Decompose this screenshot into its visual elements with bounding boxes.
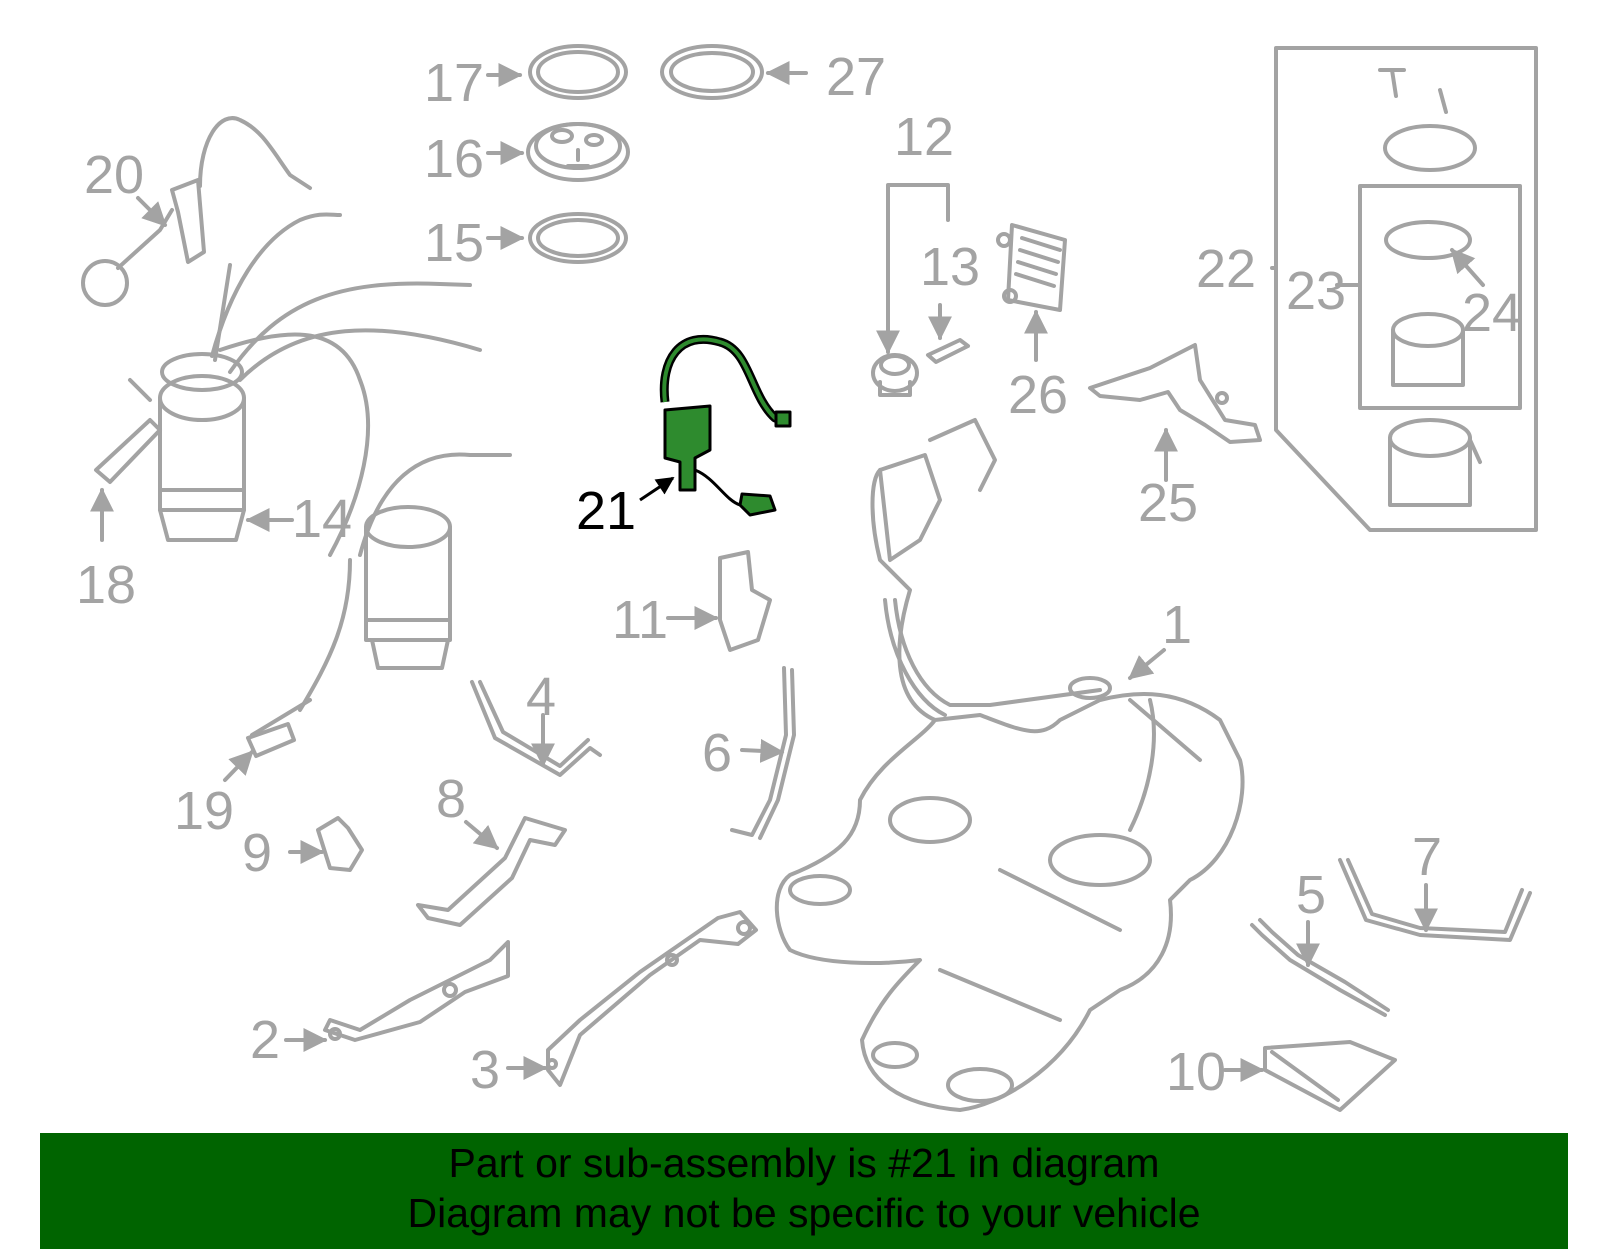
callout-15: 15 <box>424 213 485 273</box>
part-21-fuel-level-sender <box>639 334 792 517</box>
banner-line-2: Diagram may not be specific to your vehi… <box>407 1190 1201 1236</box>
part-harness-left <box>210 212 512 737</box>
part-19-connector <box>246 722 296 758</box>
info-banner: Part or sub-assembly is #21 in diagram D… <box>40 1133 1568 1249</box>
part-13-connector <box>926 338 970 364</box>
callout-21: 21 <box>576 481 637 541</box>
callout-5: 5 <box>1296 865 1327 925</box>
part-12-valve <box>871 353 919 397</box>
callout-10: 10 <box>1166 1042 1227 1102</box>
callout-8: 8 <box>436 769 467 829</box>
part-6-strap <box>730 666 796 840</box>
part-11-bracket <box>718 550 772 652</box>
callout-22: 22 <box>1196 239 1257 299</box>
part-2-heat-shield <box>323 940 510 1042</box>
parts-diagram <box>81 44 1538 1112</box>
callout-11: 11 <box>612 590 669 650</box>
callout-12: 12 <box>894 107 955 167</box>
part-8-shield <box>416 816 567 927</box>
callout-27: 27 <box>826 47 887 107</box>
callout-14: 14 <box>292 489 353 549</box>
callout-17: 17 <box>424 53 485 113</box>
callout-7: 7 <box>1412 827 1443 887</box>
part-3-bracket <box>546 910 758 1087</box>
callout-25: 25 <box>1138 473 1199 533</box>
part-9-clip <box>316 816 364 872</box>
callout-26: 26 <box>1008 365 1069 425</box>
part-27-lock-ring <box>660 44 764 100</box>
callout-24: 24 <box>1462 283 1523 343</box>
part-pump-right <box>364 505 452 670</box>
callout-4: 4 <box>526 667 557 727</box>
callout-18: 18 <box>76 555 137 615</box>
part-15-o-ring <box>528 212 628 264</box>
part-1-fuel-tank <box>774 418 1245 1112</box>
callout-13: 13 <box>920 237 981 297</box>
part-25-bracket <box>1088 343 1262 444</box>
callout-16: 16 <box>424 129 485 189</box>
callout-9: 9 <box>242 823 273 883</box>
part-16-flange <box>526 122 630 182</box>
part-14-pump-module <box>158 352 246 542</box>
callout-2: 2 <box>250 1010 281 1070</box>
part-10-shield <box>1263 1040 1397 1112</box>
callout-1: 1 <box>1162 595 1193 655</box>
part-22-inset-box <box>1274 46 1538 532</box>
part-5-strap <box>1250 918 1390 1017</box>
part-18-bracket <box>94 378 162 484</box>
part-20-sender <box>81 116 312 307</box>
callout-6: 6 <box>702 723 733 783</box>
part-26-cooler <box>996 223 1067 312</box>
callout-23: 23 <box>1286 261 1347 321</box>
callout-3: 3 <box>470 1040 501 1100</box>
banner-line-1: Part or sub-assembly is #21 in diagram <box>448 1140 1160 1186</box>
callout-20: 20 <box>84 145 145 205</box>
part-17-seal-ring <box>528 44 628 100</box>
callout-19: 19 <box>174 781 235 841</box>
